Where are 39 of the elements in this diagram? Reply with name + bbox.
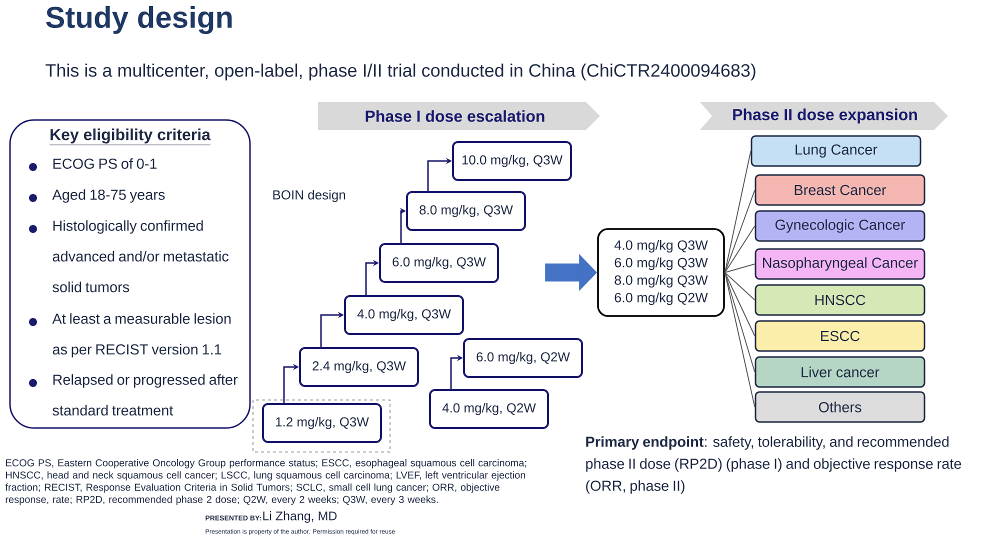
dose-box: 8.0 mg/kg, Q3W	[406, 191, 526, 231]
presenter-name: Li Zhang, MD	[263, 511, 337, 523]
cohort-box: HNSCC	[754, 284, 926, 316]
cohort-box: ESCC	[754, 320, 926, 352]
connector-line	[724, 190, 756, 273]
connector-line	[724, 272, 756, 300]
dose-box: 10.0 mg/kg, Q3W	[452, 141, 572, 181]
heading: Key eligibility criteria	[49, 128, 211, 146]
dose-box: 6.0 mg/kg, Q3W	[379, 243, 499, 283]
dose-box: 2.4 mg/kg, Q3W	[299, 347, 419, 387]
dose-list-box: 4.0 mg/kg Q3W 6.0 mg/kg Q3W 8.0 mg/kg Q3W 6.0 mg/kg Q2W	[597, 228, 725, 317]
connector-line	[724, 272, 756, 336]
cohort-box: Breast Cancer	[754, 174, 926, 206]
subtitle: This is a multicenter, open-label, phase I/II trial conducted in China (ChiCTR2400094683)	[46, 64, 756, 80]
cohort-box: Nasopharyngeal Cancer	[754, 248, 926, 280]
dose-box: 4.0 mg/kg, Q2W	[429, 389, 549, 429]
footnote: ECOG PS, Eastern Cooperative Oncology Group performance status; ESCC, esophageal squamous cell carcinoma; HNSCC, head and neck squamous cell cancer; LSCC, lung squamous cell carcinoma; LVEF, left ventricular ejection fraction; RECIST, Response Evaluation Criteria in Solid Tumors; SCLC, small cell lung cancer; ORR, objective response, rate; RP2D, recommended phase 2 dose; Q2W, every 2 weeks; Q3W, every 3 weeks.	[5, 459, 526, 505]
endpoint-text: Primary endpoint: safety, tolerability, and recommended phase II dose (RP2D) (phase I) and objective response rate (ORR, phase II)	[586, 436, 962, 494]
phase-banner: Phase I dose escalation	[318, 102, 600, 130]
title: Study design	[46, 6, 232, 34]
connector-line	[724, 226, 756, 273]
connector-line	[724, 272, 756, 372]
annotation: BOIN design	[273, 190, 346, 202]
phase-banner: Phase II dose expansion	[700, 102, 948, 130]
cohort-box: Liver cancer	[754, 356, 926, 388]
cohort-box: Others	[754, 391, 926, 423]
connector-line	[724, 150, 752, 273]
bullet-item: Aged 18-75 years	[29, 189, 165, 203]
connector-line	[724, 272, 756, 408]
dose-box: 6.0 mg/kg, Q2W	[463, 338, 583, 378]
cohort-box: Lung Cancer	[750, 135, 922, 167]
bullet-item: Histologically confirmed advanced and/or metastatic solid tumors	[29, 220, 229, 292]
bullet-item: At least a measurable lesion as per RECIST version 1.1	[29, 313, 231, 358]
bullet-item: ECOG PS of 0-1	[29, 158, 157, 171]
bullet-item: Relapsed or progressed after standard treatment	[29, 374, 238, 416]
connector-line	[724, 264, 756, 273]
dose-box: 1.2 mg/kg, Q3W	[262, 403, 382, 443]
dose-box: 4.0 mg/kg, Q3W	[344, 295, 464, 335]
cohort-box: Gynecologic Cancer	[754, 210, 926, 242]
